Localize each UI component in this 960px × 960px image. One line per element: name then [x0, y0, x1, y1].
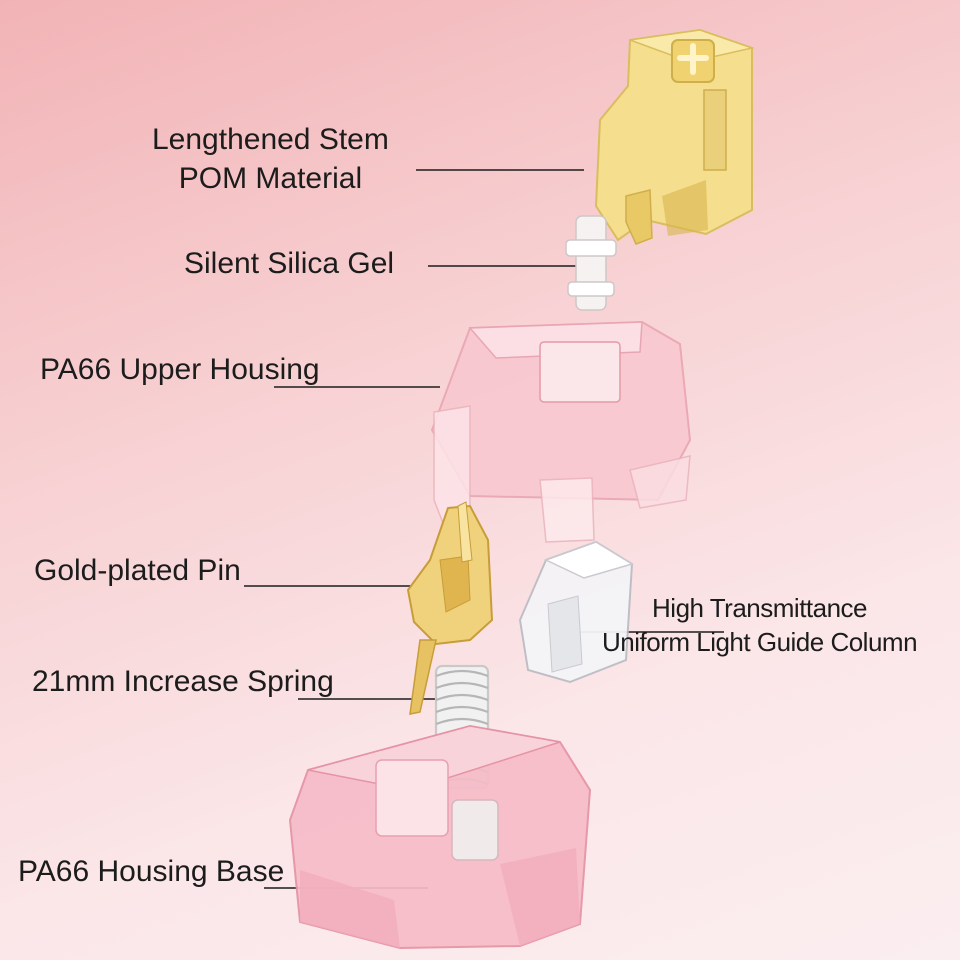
- label-upper-housing: PA66 Upper Housing: [40, 353, 320, 386]
- gold-pin-part: [406, 501, 494, 715]
- label-light-guide-line1: High Transmittance: [652, 593, 868, 623]
- label-spring: 21mm Increase Spring: [32, 665, 334, 698]
- label-light-guide: High Transmittance Uniform Light Guide C…: [602, 592, 918, 660]
- stem-part: [594, 28, 755, 245]
- housing-base-part: [288, 724, 592, 950]
- label-silica-gel: Silent Silica Gel: [184, 247, 395, 280]
- silica-gel-part: [565, 215, 617, 311]
- label-housing-base: PA66 Housing Base: [18, 855, 285, 888]
- label-stem-line2: POM Material: [178, 162, 363, 195]
- upper-housing-part: [430, 320, 692, 543]
- light-guide-part: [518, 540, 634, 684]
- label-stem: Lengthened Stem POM Material: [152, 120, 389, 198]
- label-stem-line1: Lengthened Stem: [152, 123, 389, 156]
- label-gold-pin: Gold-plated Pin: [34, 554, 241, 587]
- label-light-guide-line2: Uniform Light Guide Column: [602, 626, 918, 657]
